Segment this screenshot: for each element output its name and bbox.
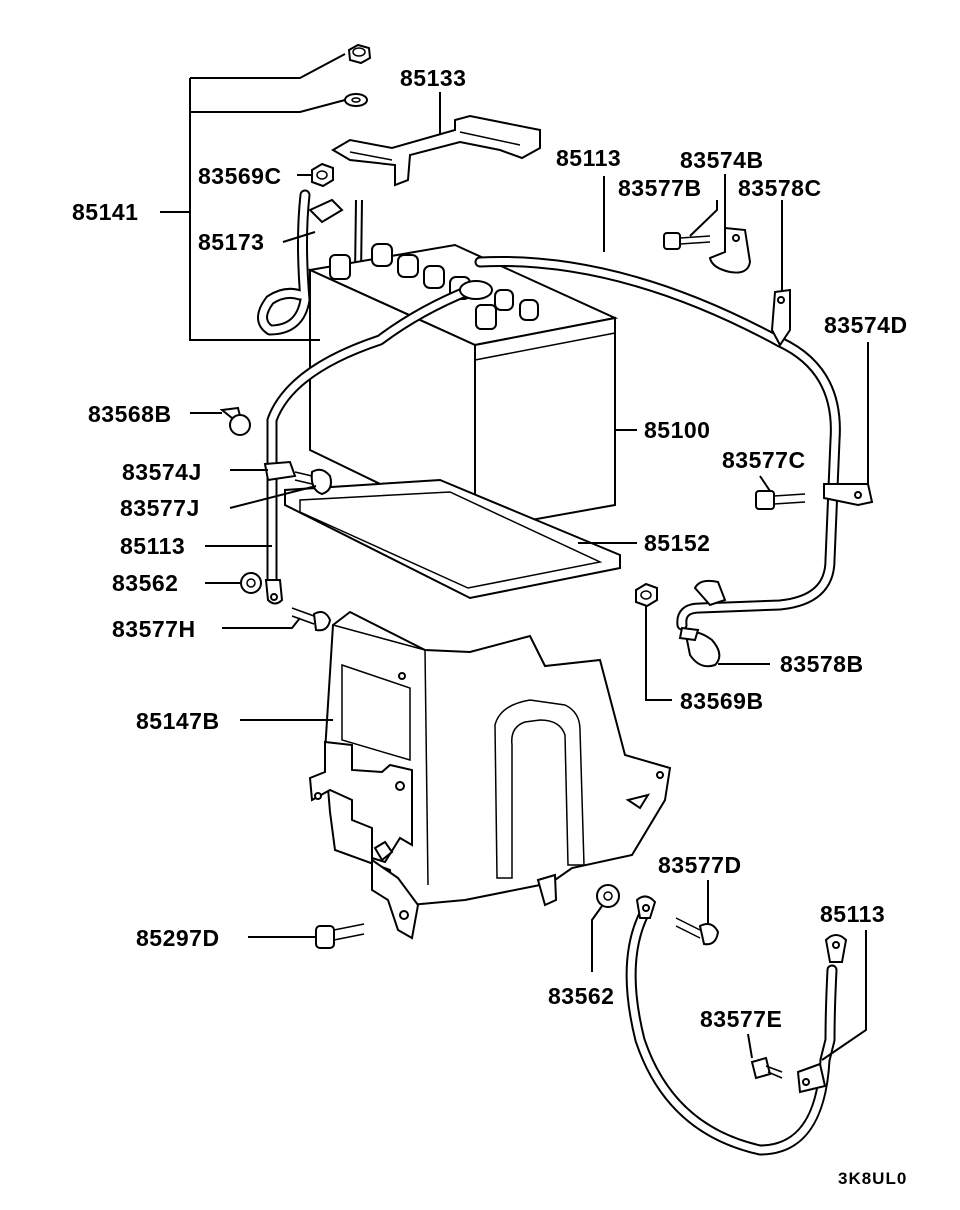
label-83574J: 83574J bbox=[122, 459, 202, 485]
label-83577J: 83577J bbox=[120, 495, 200, 521]
label-85113-left: 85113 bbox=[120, 533, 185, 559]
lock-washer-bottom bbox=[596, 884, 620, 908]
part-labels: 85133 83569C 85141 85173 85113 83574B 83… bbox=[72, 65, 908, 1188]
label-83577B: 83577B bbox=[618, 175, 702, 201]
bolt-83577B bbox=[663, 232, 711, 250]
diagram-code: 3K8UL0 bbox=[838, 1169, 907, 1188]
battery-cable-left bbox=[264, 280, 493, 605]
bolt-85297D bbox=[315, 923, 365, 949]
hold-down-bracket bbox=[331, 114, 541, 187]
leader-lines bbox=[160, 53, 869, 1061]
bolt-83577E bbox=[750, 1056, 783, 1080]
battery-terminal-positive bbox=[329, 254, 351, 280]
label-83569C: 83569C bbox=[198, 163, 282, 189]
label-85297D: 85297D bbox=[136, 925, 220, 951]
label-83578C: 83578C bbox=[738, 175, 822, 201]
clamp-83574D bbox=[823, 483, 874, 507]
nut-83569B bbox=[635, 582, 658, 608]
label-83574D: 83574D bbox=[824, 312, 908, 338]
battery-cable-right bbox=[474, 256, 841, 631]
terminal-nut bbox=[311, 162, 334, 188]
label-83562-bottom: 83562 bbox=[548, 983, 614, 1009]
clamp-83574B bbox=[708, 226, 752, 274]
label-83577E: 83577E bbox=[700, 1006, 782, 1032]
label-83577H: 83577H bbox=[112, 616, 196, 642]
label-85147B: 85147B bbox=[136, 708, 220, 734]
clip-83578C bbox=[770, 288, 791, 347]
bolt-83577H bbox=[291, 607, 332, 632]
battery-tray bbox=[284, 478, 621, 600]
label-83562-left: 83562 bbox=[112, 570, 178, 596]
label-85113-top: 85113 bbox=[556, 145, 621, 171]
label-85113-bottom: 85113 bbox=[820, 901, 885, 927]
positive-cable bbox=[257, 189, 344, 336]
battery-box bbox=[308, 610, 672, 940]
ground-cable bbox=[625, 895, 848, 1156]
battery-terminal-negative bbox=[475, 304, 497, 330]
label-83577C: 83577C bbox=[722, 447, 806, 473]
clip-83578B bbox=[678, 626, 721, 668]
hold-down-nut bbox=[347, 43, 372, 65]
label-85133: 85133 bbox=[400, 65, 466, 91]
bolt-83577D bbox=[675, 917, 720, 946]
label-83574B: 83574B bbox=[680, 147, 764, 173]
label-83569B: 83569B bbox=[680, 688, 764, 714]
label-85100: 85100 bbox=[644, 417, 710, 443]
bolt-83577C bbox=[755, 490, 806, 510]
lock-washer-left bbox=[240, 572, 262, 594]
label-83578B: 83578B bbox=[780, 651, 864, 677]
label-83577D: 83577D bbox=[658, 852, 742, 878]
label-85141: 85141 bbox=[72, 199, 138, 225]
label-85173: 85173 bbox=[198, 229, 264, 255]
clip-83568B bbox=[219, 406, 251, 436]
hold-down-washer bbox=[344, 93, 368, 107]
clamp-83574J bbox=[263, 460, 297, 482]
label-83568B: 83568B bbox=[88, 401, 172, 427]
label-85152: 85152 bbox=[644, 530, 710, 556]
